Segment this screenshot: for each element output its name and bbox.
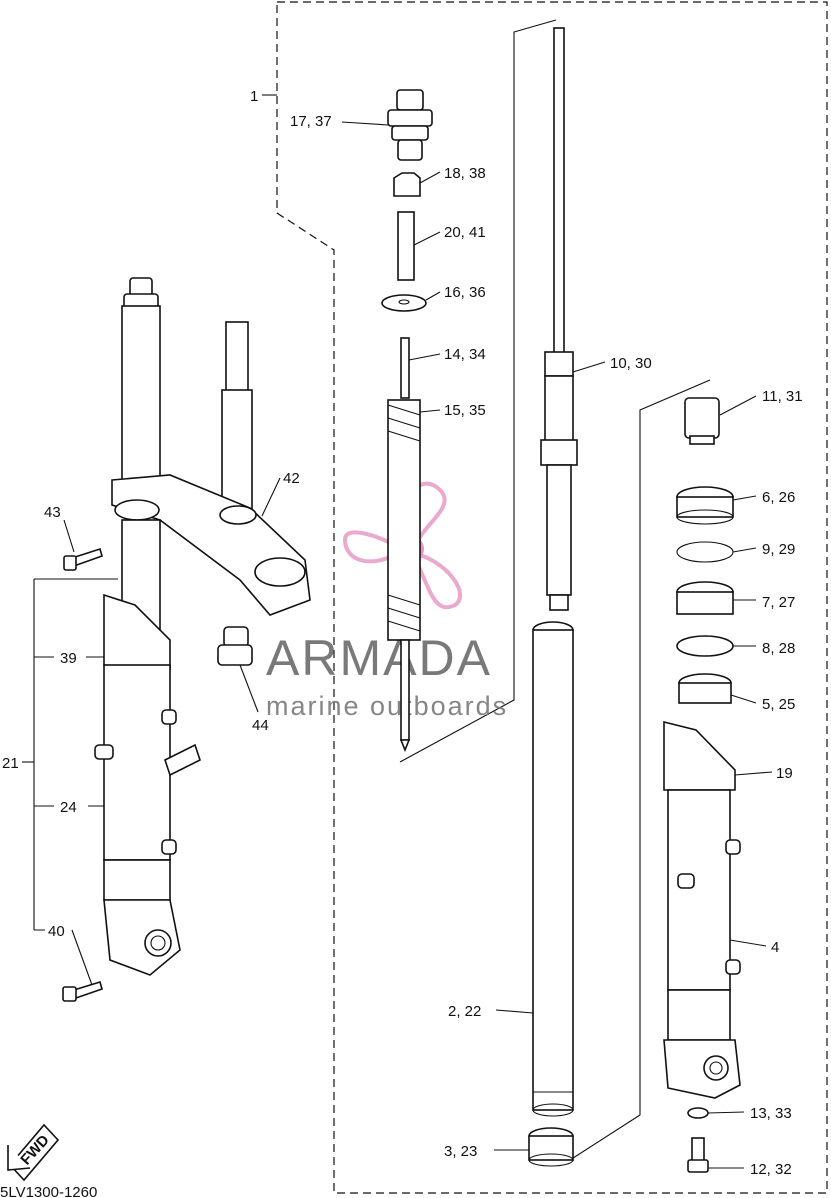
label-2: 2, 22 <box>448 1003 481 1020</box>
label-3: 3, 23 <box>444 1143 477 1160</box>
part-labels: 1 17, 37 18, 38 20, 41 16, 36 14, 34 15,… <box>0 88 803 1198</box>
centre-parts <box>381 27 578 1167</box>
label-44: 44 <box>252 717 269 734</box>
watermark-brand: ARMADA <box>266 630 492 686</box>
label-18: 18, 38 <box>444 165 486 182</box>
label-16: 16, 36 <box>444 284 486 301</box>
label-8: 8, 28 <box>762 640 795 657</box>
label-9: 9, 29 <box>762 541 795 558</box>
spring-coils <box>387 404 421 632</box>
label-24: 24 <box>60 799 77 816</box>
armada-watermark: ARMADA marine outboards <box>266 481 508 721</box>
label-43: 43 <box>44 504 61 521</box>
leader-lines <box>22 121 773 1169</box>
label-6: 6, 26 <box>762 489 795 506</box>
fwd-arrow-icon: FWD <box>7 1123 60 1182</box>
label-10: 10, 30 <box>610 355 652 372</box>
label-14: 14, 34 <box>444 346 486 363</box>
label-1: 1 <box>250 88 258 105</box>
label-5: 5, 25 <box>762 696 795 713</box>
assembled-fork <box>62 277 311 1002</box>
label-40: 40 <box>48 923 65 940</box>
label-17: 17, 37 <box>290 113 332 130</box>
label-19: 19 <box>776 765 793 782</box>
label-7: 7, 27 <box>762 594 795 611</box>
right-parts <box>663 397 741 1173</box>
assembly-outline <box>262 1 828 1194</box>
label-15: 15, 35 <box>444 402 486 419</box>
watermark-tagline: marine outboards <box>266 691 508 721</box>
label-42: 42 <box>283 470 300 487</box>
label-4: 4 <box>771 939 779 956</box>
diagram-code: 5LV1300-1260 <box>0 1184 97 1198</box>
label-11: 11, 31 <box>762 388 803 405</box>
label-21: 21 <box>2 755 19 772</box>
label-20: 20, 41 <box>444 224 486 241</box>
label-39: 39 <box>60 650 77 667</box>
label-12: 12, 32 <box>750 1161 792 1178</box>
label-13: 13, 33 <box>750 1105 792 1122</box>
